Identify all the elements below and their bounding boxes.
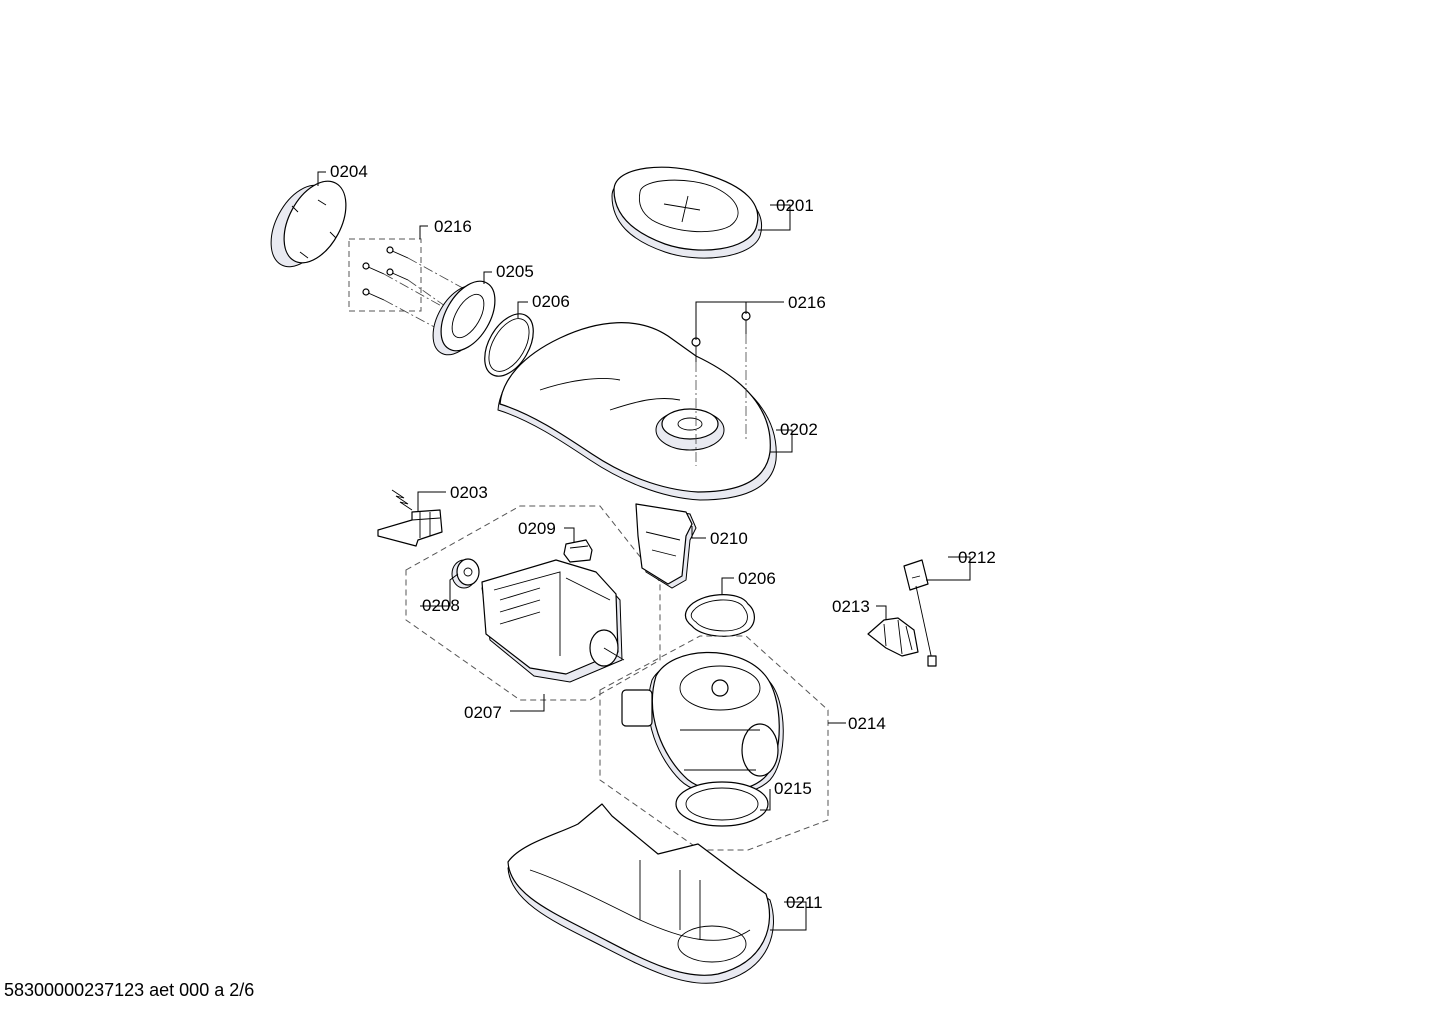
label-0202: 0202 (780, 420, 818, 439)
part-0212-circuit-board (903, 559, 937, 667)
part-0206-gasket-lower (684, 594, 755, 637)
label-0207: 0207 (464, 703, 502, 722)
part-0211-base-housing (507, 803, 774, 984)
part-0207-motor-group (405, 505, 661, 701)
label-0210: 0210 (710, 529, 748, 548)
part-0216-screws-left (348, 238, 471, 331)
label-0208: 0208 (422, 596, 460, 615)
label-0216-right: 0216 (788, 293, 826, 312)
part-0202-upper-housing (497, 322, 777, 501)
document-code: 58300000237123 aet 000 a 2/6 (4, 980, 255, 1000)
part-0205-bearing-ring (432, 280, 496, 356)
part-0203-latch (377, 489, 443, 547)
label-0209: 0209 (518, 519, 556, 538)
part-0204-end-cap (270, 180, 347, 268)
label-0212: 0212 (958, 548, 996, 567)
part-labels: 0204 0216 0205 0206 0201 0216 0202 0203 … (330, 162, 996, 912)
leader-lines (317, 171, 971, 931)
label-0206-lower: 0206 (738, 569, 776, 588)
label-0215: 0215 (774, 779, 812, 798)
label-0211: 0211 (786, 893, 823, 912)
label-0214: 0214 (848, 714, 886, 733)
label-0213: 0213 (832, 597, 870, 616)
label-0205: 0205 (496, 262, 534, 281)
part-0210-air-duct (635, 503, 697, 589)
label-0216-left: 0216 (434, 217, 472, 236)
part-0213-bracket (867, 617, 919, 657)
label-0201: 0201 (776, 196, 814, 215)
part-0206-gasket-upper (484, 313, 534, 377)
part-0214-fan-unit (599, 635, 829, 851)
label-0204: 0204 (330, 162, 368, 181)
label-0206-upper: 0206 (532, 292, 570, 311)
part-0216-screws-right (691, 311, 751, 466)
part-0215-mount-ring (675, 781, 769, 827)
label-0203: 0203 (450, 483, 488, 502)
part-0208-fan (451, 558, 480, 589)
part-0209-switch (563, 539, 593, 563)
part-0201-top-lid (611, 166, 762, 259)
